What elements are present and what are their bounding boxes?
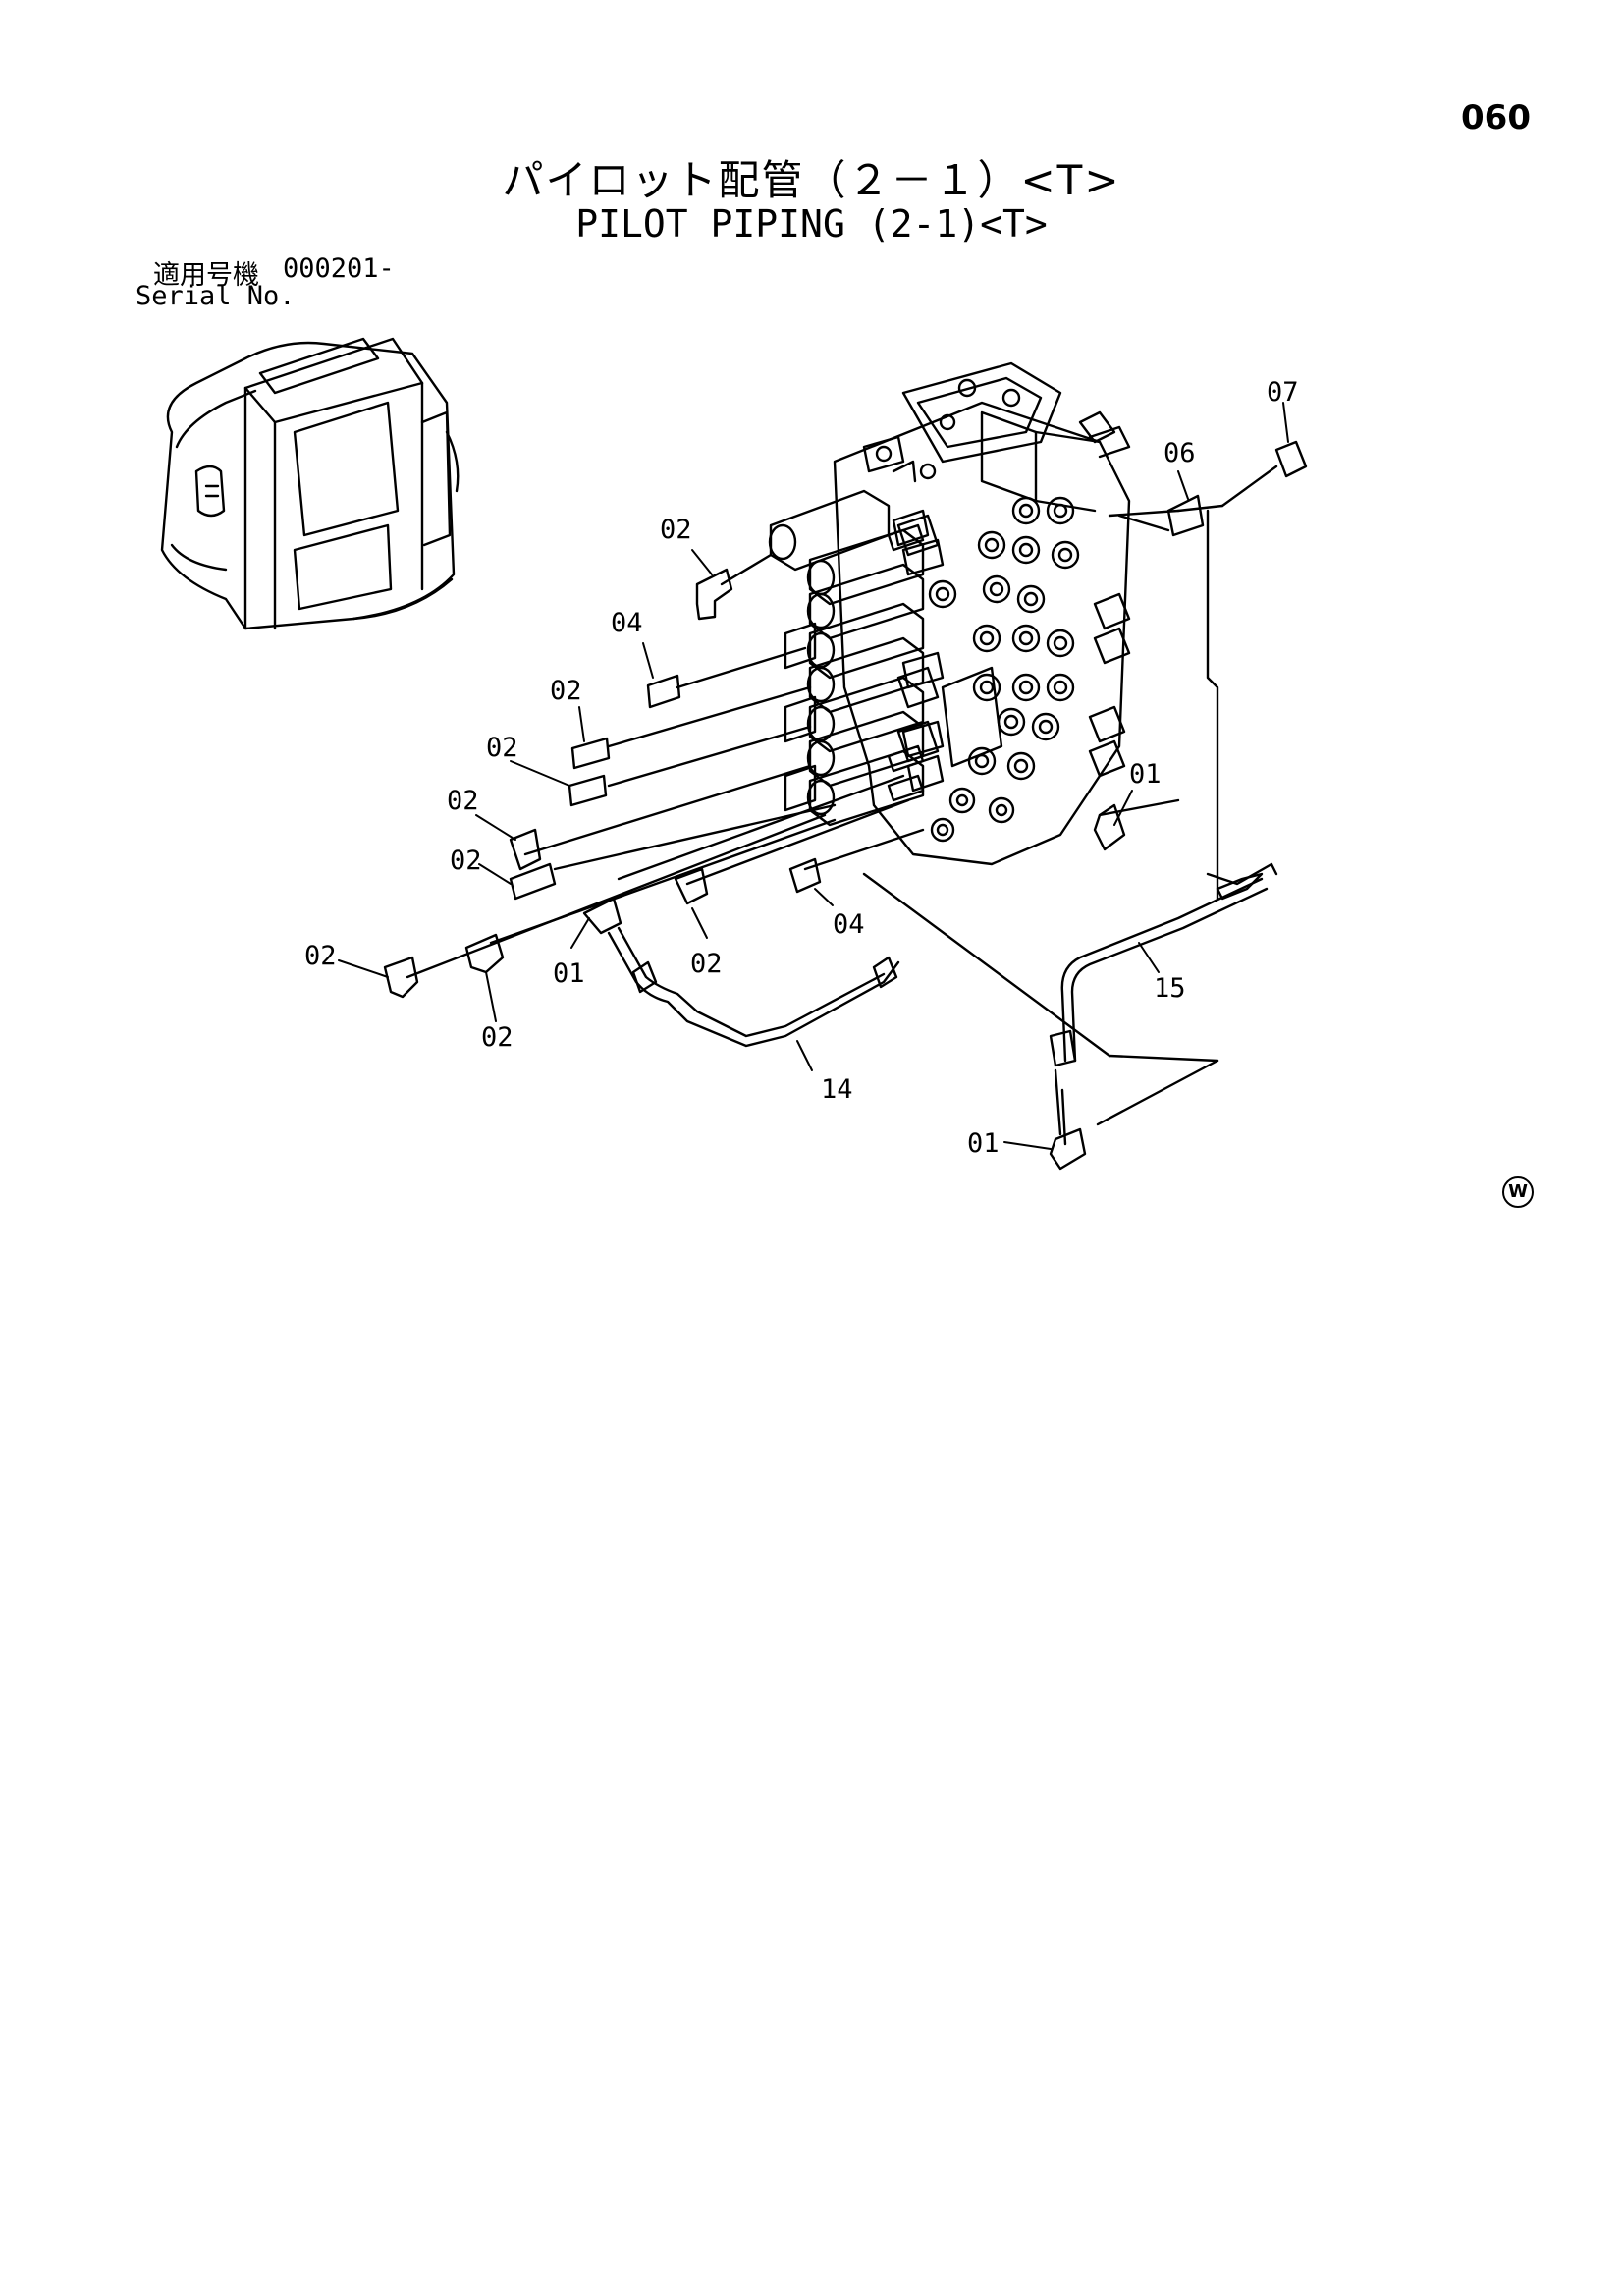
callout-01-b: 01 (1129, 759, 1162, 790)
callout-14: 14 (821, 1074, 853, 1105)
machine-cab-illustration (160, 337, 460, 630)
callout-02-f: 02 (304, 941, 337, 971)
callout-02-e: 02 (450, 846, 482, 876)
callout-01-c: 01 (967, 1128, 1000, 1159)
page-number: 060 (1461, 98, 1531, 137)
callout-07: 07 (1267, 377, 1299, 408)
port-fittings (887, 523, 925, 802)
callout-04-b: 04 (833, 909, 865, 940)
leader-lines (338, 402, 1289, 1150)
callout-02-b: 02 (550, 676, 582, 706)
serial-number-value: 000201- (283, 253, 395, 284)
fittings (383, 440, 1308, 1171)
callout-04-a: 04 (611, 608, 643, 638)
serial-label-english: Serial No. (135, 281, 296, 311)
title-english: PILOT PIPING (2-1)<T> (575, 202, 1048, 246)
title-japanese: パイロット配管（２－１）<T> (502, 156, 1121, 204)
callout-02-c: 02 (486, 733, 518, 763)
control-valve-body (833, 361, 1131, 866)
callout-15: 15 (1154, 973, 1186, 1004)
callout-02-h: 02 (690, 949, 723, 979)
callout-01-a: 01 (553, 958, 585, 989)
pilot-hoses (406, 465, 1278, 1146)
callout-02-a: 02 (660, 515, 692, 545)
callout-02-g: 02 (481, 1022, 514, 1053)
corner-mark-w: W (1502, 1176, 1534, 1208)
serial-label-japanese: 適用号機 (153, 260, 259, 291)
callout-02-d: 02 (447, 786, 479, 816)
callout-06: 06 (1163, 438, 1196, 468)
callout-labels: 02 04 02 02 02 02 02 02 01 02 04 01 06 0… (304, 377, 1299, 1159)
